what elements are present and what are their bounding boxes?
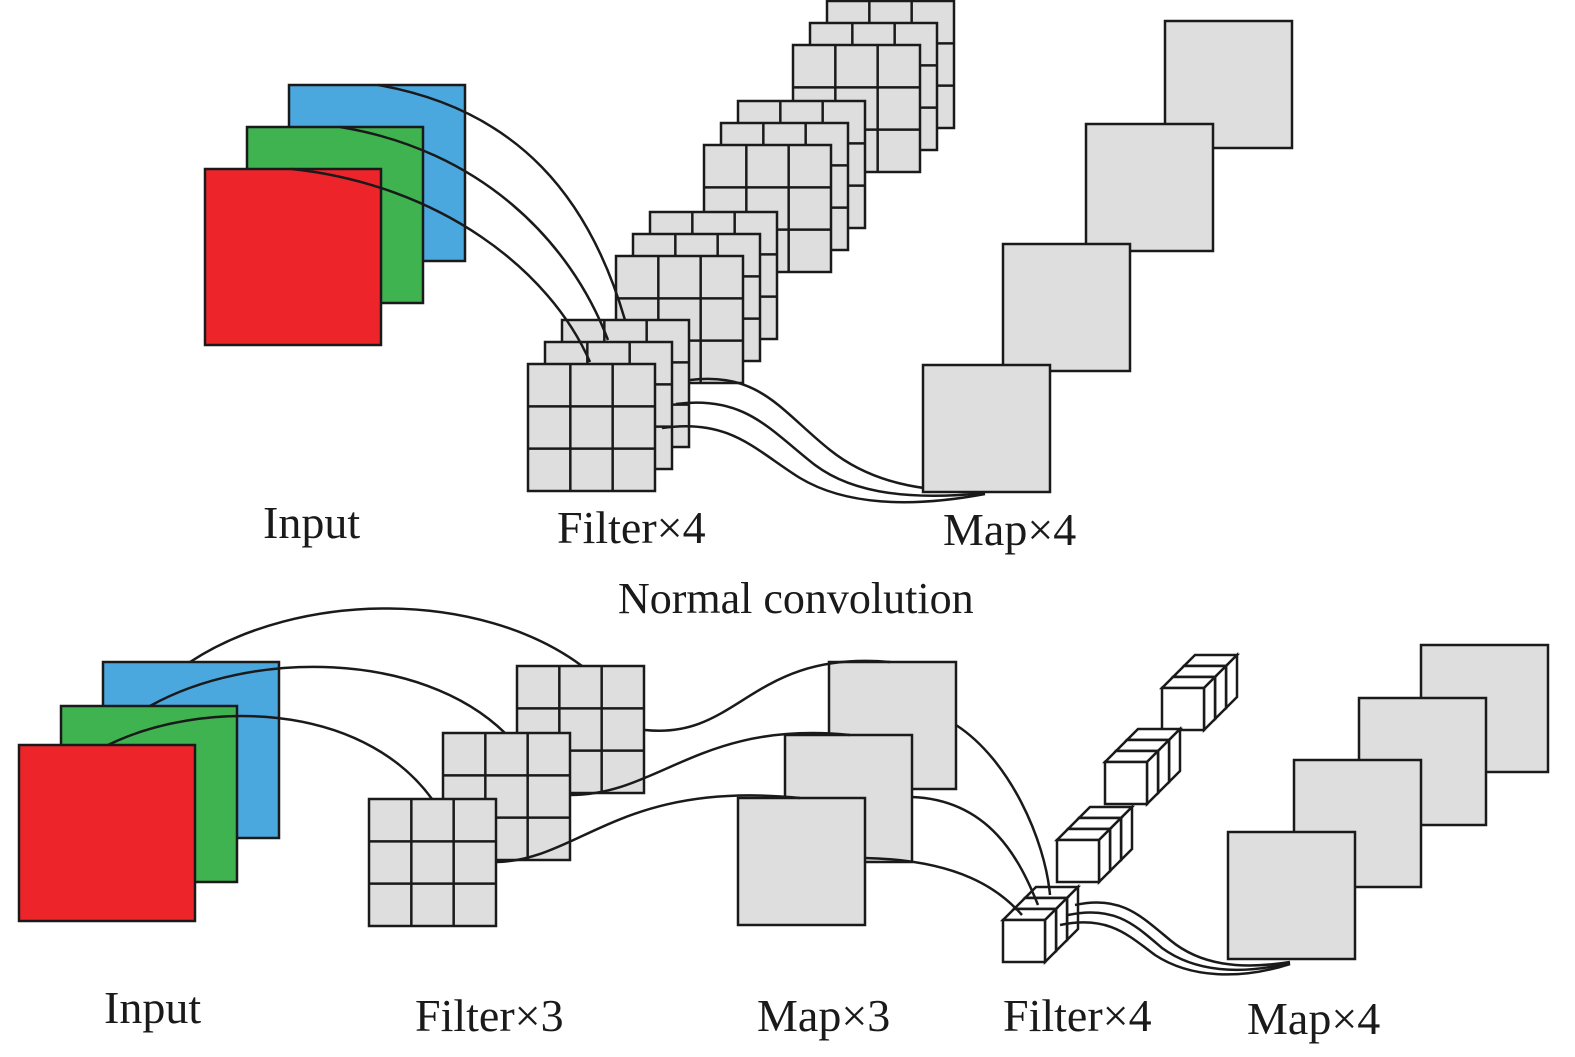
pointwise-filter-cube bbox=[1158, 651, 1241, 734]
normal-input-label: Input bbox=[263, 497, 360, 548]
normal-filter-cubes bbox=[526, 0, 956, 493]
connection-curve bbox=[1059, 921, 1291, 976]
depthwise-maps bbox=[736, 660, 958, 927]
separable-input-connections bbox=[107, 607, 583, 800]
pointwise-filter-cube bbox=[1053, 803, 1136, 886]
normal-input-connections bbox=[291, 83, 627, 363]
normal-convolution-title: Normal convolution bbox=[618, 574, 974, 623]
pointwise-output-connections bbox=[1059, 901, 1291, 976]
connection-curve bbox=[644, 659, 891, 733]
normal-input-stack bbox=[203, 83, 467, 347]
pointwise-filter-cube bbox=[1101, 725, 1184, 808]
output-map bbox=[1084, 122, 1215, 253]
connection-curve bbox=[569, 731, 851, 797]
normal-output-maps bbox=[921, 19, 1294, 494]
separable-output-map-label: Map×4 bbox=[1247, 993, 1380, 1044]
connection-curve bbox=[189, 607, 583, 668]
separable-input-stack bbox=[17, 660, 281, 923]
pointwise-filter-label: Filter×4 bbox=[1003, 990, 1152, 1041]
output-map bbox=[1001, 242, 1132, 373]
connection-curve bbox=[955, 723, 1052, 896]
connection-curve bbox=[291, 167, 592, 363]
depthwise-filter-label: Filter×3 bbox=[415, 990, 564, 1041]
output-map bbox=[1226, 830, 1357, 961]
separable-input-label: Input bbox=[104, 982, 201, 1033]
connection-curve bbox=[864, 856, 1023, 916]
output-map bbox=[1163, 19, 1294, 150]
input-channel-red bbox=[17, 743, 197, 923]
depthwise-filter bbox=[367, 797, 498, 928]
connection-curve bbox=[496, 794, 801, 864]
filter-layer bbox=[526, 362, 657, 493]
depthwise-map-label: Map×3 bbox=[757, 990, 890, 1041]
depthwise-filter-connections bbox=[496, 659, 891, 864]
connection-curve bbox=[107, 714, 434, 800]
output-map bbox=[921, 363, 1052, 494]
depthwise-filters bbox=[367, 664, 646, 928]
separable-convolution-section: Input Filter×3 Map×3 Filter×4 Map×4 bbox=[17, 607, 1550, 1044]
depthwise-map bbox=[736, 796, 867, 927]
normal-map-label: Map×4 bbox=[943, 504, 1076, 555]
input-channel-red bbox=[203, 167, 383, 347]
connection-curve bbox=[911, 795, 1040, 906]
normal-filter-label: Filter×4 bbox=[557, 502, 706, 553]
connection-curve bbox=[661, 424, 986, 504]
pointwise-input-connections bbox=[864, 723, 1052, 916]
connection-curve bbox=[1067, 911, 1291, 972]
connection-curve bbox=[339, 125, 610, 341]
connection-curve bbox=[377, 83, 627, 321]
pointwise-filters bbox=[999, 651, 1241, 966]
pointwise-filter-cube bbox=[999, 883, 1082, 966]
connection-curve bbox=[675, 401, 986, 498]
normal-convolution-section: Input Filter×4 Map×4 Normal convolution bbox=[203, 0, 1294, 623]
separable-output-maps bbox=[1226, 643, 1550, 961]
connection-curve bbox=[1074, 901, 1291, 967]
connection-curve bbox=[149, 665, 506, 734]
